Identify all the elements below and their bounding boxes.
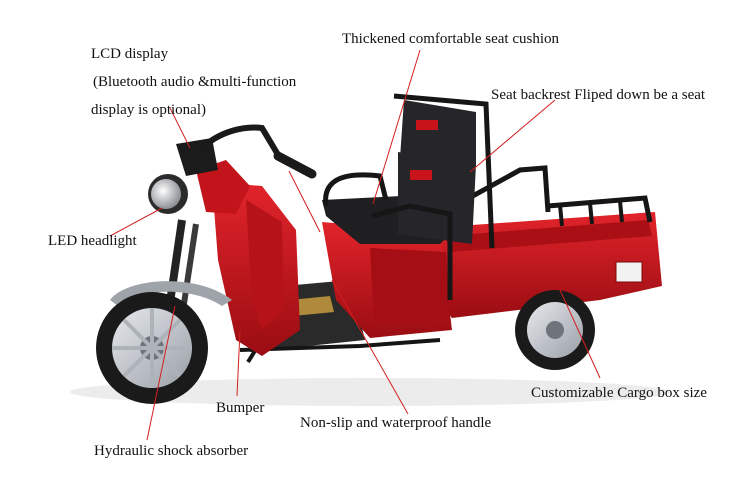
label-seat-backrest: Seat backrest Fliped down be a seat — [491, 87, 706, 103]
side-rail — [371, 203, 453, 300]
label-cargo-box: Customizable Cargo box size — [531, 385, 707, 401]
cargo-box — [430, 165, 662, 318]
handle-grip — [273, 151, 317, 179]
handlebar — [197, 124, 283, 160]
label-handle: Non-slip and waterproof handle — [300, 415, 492, 431]
headlight — [148, 174, 188, 214]
label-seat-cushion: Thickened comfortable seat cushion — [342, 31, 560, 47]
label-led-headlight: LED headlight — [48, 233, 137, 249]
seat-backrest — [393, 93, 495, 249]
seat-body — [322, 222, 452, 338]
front-wheel — [96, 292, 208, 404]
grab-rail — [323, 172, 389, 207]
label-lcd-bluetooth: (Bluetooth audio &multi-function — [93, 74, 297, 90]
front-fairing — [196, 160, 300, 356]
lcd-display-unit — [176, 138, 218, 176]
label-lcd-display: LCD display — [91, 46, 169, 62]
front-fender — [110, 281, 232, 306]
callout-lines — [109, 49, 601, 441]
label-lcd-optional: display is optional) — [91, 102, 206, 118]
label-shock-absorber: Hydraulic shock absorber — [94, 443, 249, 459]
ground-shadow — [70, 378, 670, 406]
rear-wheel — [515, 290, 595, 370]
label-bumper: Bumper — [216, 400, 265, 416]
